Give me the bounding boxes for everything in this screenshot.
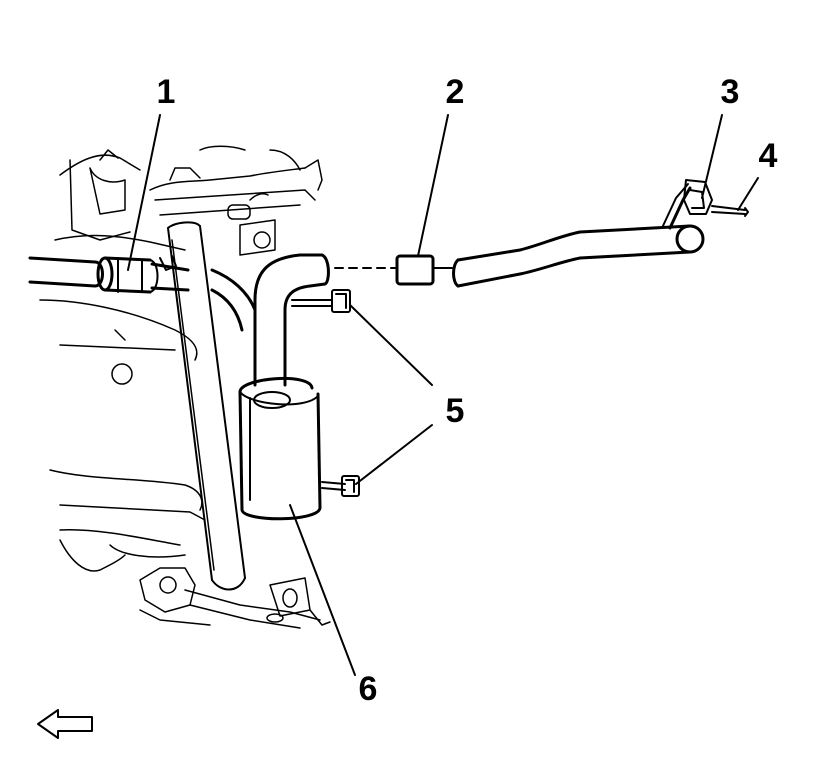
vehicle-underbody xyxy=(39,145,331,629)
callout-5: 5 xyxy=(446,392,465,430)
callout-1: 1 xyxy=(157,73,176,111)
leader-3 xyxy=(701,114,723,199)
callout-labels: 1 2 3 4 5 6 xyxy=(157,73,778,708)
leader-5b xyxy=(355,424,433,485)
muffler xyxy=(238,377,322,521)
leader-1 xyxy=(127,114,161,271)
left-arrow-icon xyxy=(37,709,93,739)
exhaust-hanger-lower xyxy=(321,475,360,497)
callout-4: 4 xyxy=(759,137,778,175)
exhaust-seal xyxy=(395,254,435,286)
leader-lines xyxy=(127,114,759,676)
exhaust-pipe-front xyxy=(28,255,257,332)
callout-3: 3 xyxy=(721,73,740,111)
callout-6: 6 xyxy=(359,670,378,708)
leader-5a xyxy=(349,304,433,386)
intermediate-pipe xyxy=(253,253,453,387)
callout-2: 2 xyxy=(446,73,465,111)
leader-6 xyxy=(289,504,356,676)
leader-4 xyxy=(737,177,759,211)
exhaust-hanger-upper xyxy=(291,289,351,313)
leader-2 xyxy=(417,114,449,257)
tail-pipe xyxy=(452,179,749,288)
